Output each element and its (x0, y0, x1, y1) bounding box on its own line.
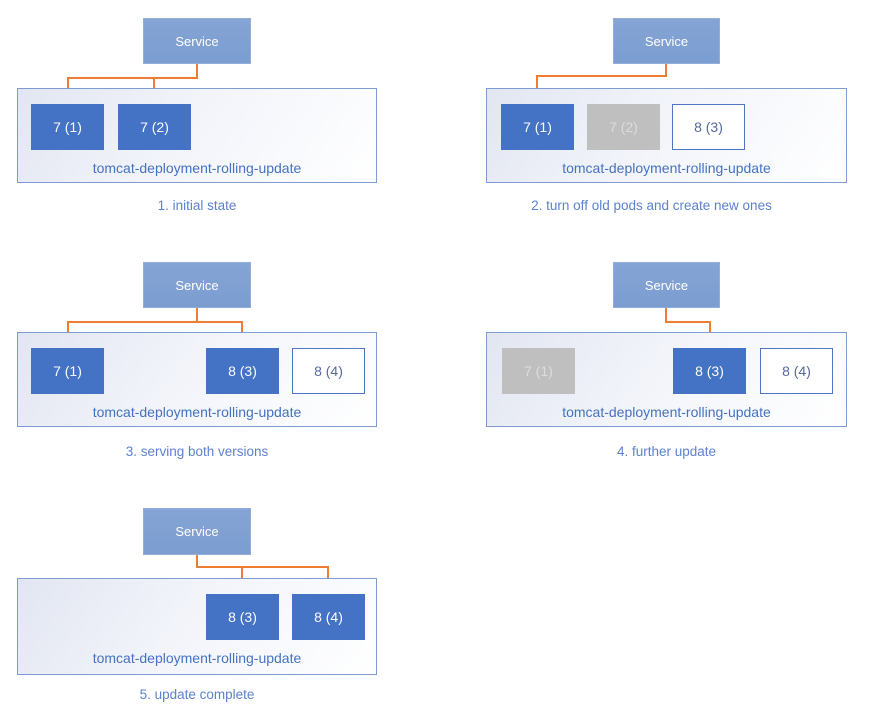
pod: 7 (2) (118, 104, 191, 150)
connector-line (536, 75, 667, 77)
pod: 8 (3) (673, 348, 746, 394)
panel-initial-state: Service 7 (1) 7 (2) tomcat-deployment-ro… (0, 0, 435, 240)
service-label: Service (175, 33, 219, 49)
connector-line (665, 308, 667, 322)
connector-line (67, 77, 69, 96)
connector-line (709, 321, 711, 340)
pod: 8 (3) (206, 348, 279, 394)
connector-line (241, 321, 243, 340)
connector-line (536, 75, 538, 96)
pod: 7 (1) (31, 348, 104, 394)
service-label: Service (644, 277, 689, 293)
panel-caption: 4. further update (616, 444, 717, 459)
connector-line (196, 64, 198, 78)
connector-line (196, 566, 329, 568)
service-box: Service (613, 18, 720, 64)
connector-line (67, 77, 198, 79)
service-label: Service (175, 277, 219, 293)
connector-line (196, 308, 198, 322)
panel-update-complete: Service 8 (3) 8 (4) tomcat-deployment-ro… (0, 490, 435, 718)
deployment-label: tomcat-deployment-rolling-update (92, 160, 302, 176)
connector-line (153, 77, 155, 96)
connector-line (196, 555, 198, 568)
connector-line (67, 321, 243, 323)
pod: 7 (1) (31, 104, 104, 150)
panel-caption: 2. turn off old pods and create new ones (531, 198, 772, 213)
panel-caption: 3. serving both versions (125, 444, 269, 459)
panel-caption: 5. update complete (139, 687, 255, 702)
connector-line (327, 566, 329, 586)
pod: 8 (4) (760, 348, 833, 394)
pod: 7 (1) (501, 104, 574, 150)
deployment-label: tomcat-deployment-rolling-update (92, 404, 302, 420)
service-box: Service (143, 508, 251, 555)
service-label: Service (175, 524, 219, 539)
panel-caption: 1. initial state (157, 198, 237, 213)
pod: 7 (2) (587, 104, 660, 150)
deployment-label: tomcat-deployment-rolling-update (562, 160, 771, 176)
pod: 8 (4) (292, 594, 365, 640)
service-box: Service (143, 262, 251, 308)
pod: 7 (1) (502, 348, 575, 394)
connector-line (665, 64, 667, 76)
panel-further-update: Service 7 (1) 8 (3) 8 (4) tomcat-deploym… (435, 244, 870, 484)
pod: 8 (3) (672, 104, 745, 150)
service-box: Service (143, 18, 251, 64)
service-label: Service (644, 33, 689, 49)
service-box: Service (613, 262, 720, 308)
pod: 8 (4) (292, 348, 365, 394)
connector-line (665, 321, 711, 323)
deployment-label: tomcat-deployment-rolling-update (562, 404, 771, 420)
connector-line (241, 566, 243, 586)
deployment-label: tomcat-deployment-rolling-update (92, 650, 302, 666)
connector-line (67, 321, 69, 340)
pod: 8 (3) (206, 594, 279, 640)
panel-turn-off-old-pods: Service 7 (1) 7 (2) 8 (3) tomcat-deploym… (435, 0, 870, 240)
panel-serving-both-versions: Service 7 (1) 8 (3) 8 (4) tomcat-deploym… (0, 244, 435, 484)
